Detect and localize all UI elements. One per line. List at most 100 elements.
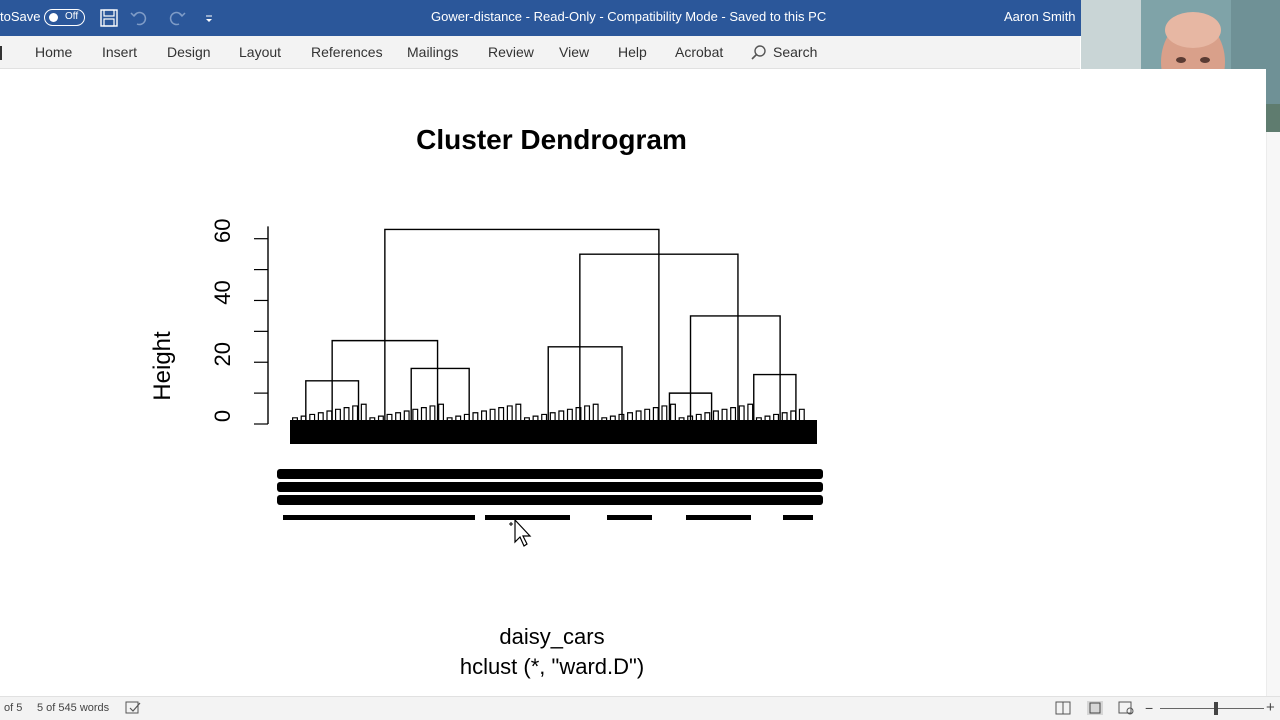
print-layout-icon[interactable]: [1087, 701, 1103, 715]
ribbon-file-tab-edge[interactable]: [0, 46, 2, 60]
dendrogram-leaf-merge: [438, 403, 445, 424]
dendrogram-leaf-merge: [326, 410, 333, 424]
y-tick-label: 40: [210, 280, 235, 304]
tab-help[interactable]: Help: [618, 44, 647, 60]
leaf-labels-fragment: [783, 515, 813, 520]
dendrogram-leaf-merge: [790, 410, 797, 424]
tab-mailings[interactable]: Mailings: [407, 44, 459, 60]
dendrogram-leaf-merge: [463, 413, 470, 424]
status-bar: of 5 5 of 545 words − +: [0, 696, 1280, 720]
dendrogram-merge: [305, 380, 360, 424]
zoom-slider-thumb[interactable]: [1214, 702, 1218, 715]
page-indicator[interactable]: of 5: [4, 702, 23, 714]
search-icon[interactable]: [750, 44, 768, 62]
dendrogram-leaf-merge: [549, 412, 556, 424]
dendrogram-leaf-merge: [541, 413, 548, 424]
customize-toolbar-icon[interactable]: [200, 8, 220, 28]
dendrogram-leaf-merge: [334, 408, 341, 424]
dendrogram-leaf-merge: [773, 413, 780, 424]
chart-title: Cluster Dendrogram: [416, 124, 687, 155]
zoom-in-button[interactable]: +: [1266, 699, 1275, 716]
dendrogram-leaf-merge: [627, 412, 633, 424]
dendrogram-leaf-merge: [618, 413, 625, 424]
dendrogram-merge: [331, 339, 439, 424]
dendrogram-leaf-merge: [412, 408, 419, 424]
leaf-labels-fragment: [385, 515, 475, 520]
tab-references[interactable]: References: [311, 44, 383, 60]
title-bar: toSave Off Gower-distance - Read-Only - …: [0, 0, 1280, 36]
toggle-knob: [49, 13, 58, 22]
leaf-labels-row: [277, 495, 823, 505]
tab-home[interactable]: Home: [35, 44, 73, 60]
redo-icon[interactable]: [167, 8, 187, 28]
dendrogram-leaf-merge: [360, 403, 367, 424]
dendrogram-leaf-merge: [309, 413, 316, 424]
dendrogram-merge: [753, 373, 797, 424]
tab-layout[interactable]: Layout: [239, 44, 282, 60]
read-mode-icon[interactable]: [1055, 701, 1071, 715]
vertical-scrollbar[interactable]: [1266, 132, 1280, 696]
y-tick-label: 0: [210, 410, 235, 422]
zoom-slider-track[interactable]: [1160, 708, 1264, 709]
dendrogram-plot: 0 20 40 60: [210, 218, 823, 520]
dendrogram-leaf-merge: [352, 405, 359, 424]
dendrogram-leaf-merge: [481, 410, 487, 424]
dendrogram-merge: [689, 315, 781, 424]
tab-design[interactable]: Design: [167, 44, 211, 60]
dendrogram-leaf-merge: [420, 407, 427, 424]
dendrogram-leaf-merge: [498, 407, 505, 424]
dendrogram-leaf-merge: [652, 407, 659, 424]
dendrogram-leaf-merge: [781, 412, 788, 424]
subtitle-method: hclust (*, "ward.D"): [459, 654, 645, 679]
dendrogram-leaf-merge: [721, 408, 728, 424]
leaf-labels-fragment: [485, 515, 570, 520]
tab-insert[interactable]: Insert: [102, 44, 138, 60]
autosave-label: toSave: [0, 9, 41, 24]
leaf-labels-row: [277, 469, 823, 479]
web-layout-icon[interactable]: [1118, 701, 1134, 715]
word-count[interactable]: 5 of 545 words: [37, 702, 110, 714]
autosave-toggle[interactable]: Off: [44, 9, 85, 26]
leaf-labels-fragment: [283, 515, 413, 520]
leaf-labels-row: [277, 482, 823, 492]
dendrogram-leaf-merge: [747, 403, 754, 424]
tab-acrobat[interactable]: Acrobat: [675, 44, 724, 60]
dendrogram-leaf-merge: [566, 408, 573, 424]
dendrogram-leaf-mass: [290, 420, 817, 444]
dendrogram-leaf-merge: [584, 405, 591, 424]
search-box[interactable]: Search: [773, 44, 818, 60]
ribbon-tabs: Home Insert Design Layout References Mai…: [0, 36, 1080, 69]
dendrogram-leaf-merge: [506, 405, 513, 424]
zoom-out-button[interactable]: −: [1145, 700, 1154, 716]
undo-icon[interactable]: [129, 8, 149, 28]
dendrogram-leaf-merge: [644, 408, 651, 424]
tab-view[interactable]: View: [559, 44, 590, 60]
proofing-icon[interactable]: [125, 701, 141, 715]
y-tick-label: 20: [210, 342, 235, 366]
dendrogram-merge: [384, 228, 660, 424]
dendrogram-leaf-merge: [730, 407, 737, 424]
dendrogram-leaf-merge: [558, 410, 565, 424]
dendrogram-leaf-merge: [429, 405, 436, 424]
mouse-cursor-icon: [509, 518, 532, 547]
dendrogram-leaf-merge: [695, 413, 702, 424]
save-icon[interactable]: [99, 8, 119, 28]
dendrogram-leaf-merge: [386, 413, 393, 424]
dendrogram-leaf-merge: [515, 403, 522, 424]
dendrogram-merge: [410, 367, 470, 424]
dendrogram-leaf-merge: [395, 412, 402, 424]
leaf-labels-fragment: [607, 515, 652, 520]
dendrogram-leaf-merge: [343, 407, 350, 424]
dendrogram-leaf-merge: [669, 403, 676, 424]
dendrogram-leaf-merge: [575, 407, 582, 424]
dendrogram-merge: [668, 392, 713, 424]
dendrogram-leaf-merge: [635, 410, 642, 424]
tab-review[interactable]: Review: [488, 44, 534, 60]
dendrogram-leaf-merge: [704, 412, 711, 424]
dendrogram-leaf-merge: [592, 403, 599, 424]
dendrogram-leaf-merge: [798, 408, 805, 424]
user-name[interactable]: Aaron Smith: [1004, 9, 1076, 24]
y-tick-label: 60: [210, 218, 235, 242]
dendrogram-leaf-merge: [403, 410, 410, 424]
